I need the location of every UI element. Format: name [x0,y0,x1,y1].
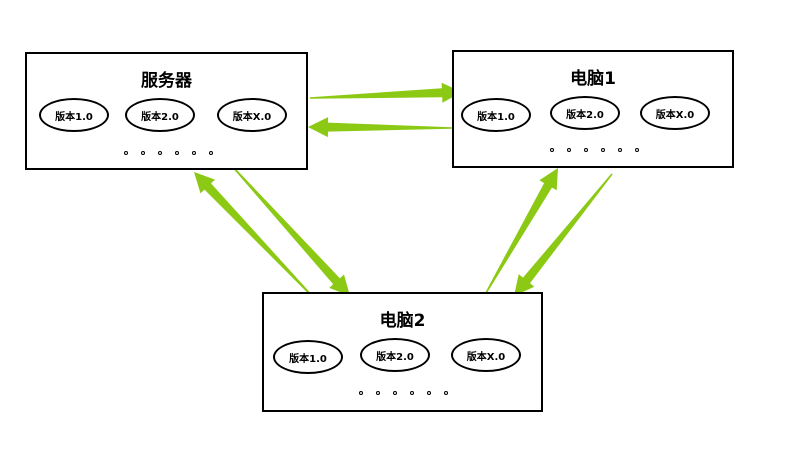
server-box: 服务器 版本1.0 版本2.0 版本X.0 [25,52,308,170]
computer1-version-2: 版本2.0 [550,96,620,130]
computer2-box: 电脑2 版本1.0 版本2.0 版本X.0 [262,292,543,412]
computer1-version-1: 版本1.0 [461,98,531,132]
computer2-title: 电脑2 [379,311,426,331]
arrow-computer2-to-computer1 [485,168,558,294]
arrow-server-to-computer1 [310,82,462,103]
server-version-x: 版本X.0 [217,98,287,132]
server-version-2: 版本2.0 [125,98,195,132]
computer1-box: 电脑1 版本1.0 版本2.0 版本X.0 [452,50,734,168]
computer2-version-x: 版本X.0 [451,338,521,372]
computer2-version-2: 版本2.0 [360,338,430,372]
computer1-version-x: 版本X.0 [640,96,710,130]
arrow-computer1-to-server [308,117,452,138]
arrow-server-to-computer2 [231,165,350,296]
arrow-computer1-to-computer2 [514,173,613,296]
server-version-1: 版本1.0 [39,98,109,132]
computer1-title: 电脑1 [570,69,616,89]
server-title: 服务器 [141,71,192,91]
computer2-version-1: 版本1.0 [273,340,343,374]
arrow-computer2-to-server [194,172,313,297]
